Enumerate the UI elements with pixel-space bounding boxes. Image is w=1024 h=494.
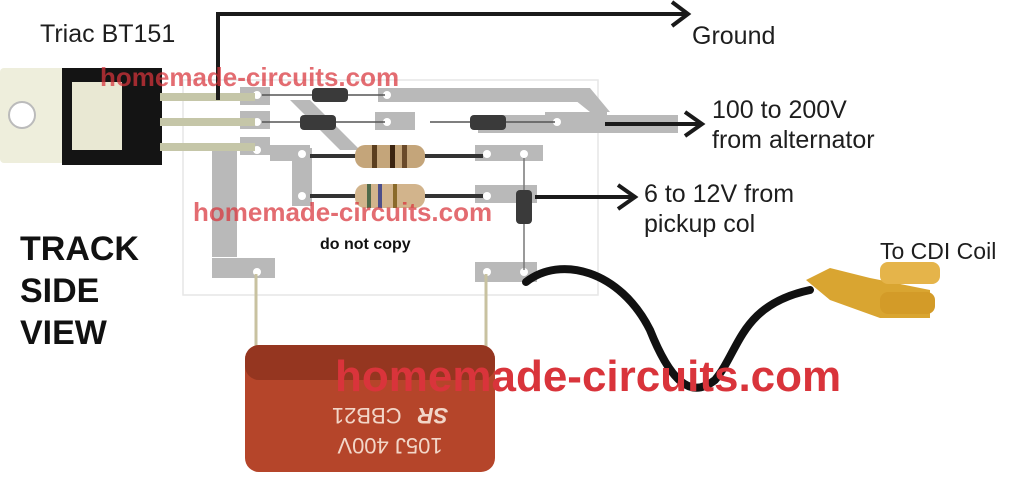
cdi-coil-label: To CDI Coil xyxy=(880,238,997,264)
alternator-label-line1: 100 to 200V xyxy=(712,96,847,124)
triac-bt151 xyxy=(0,68,255,165)
capacitor-model-code: CBB21 xyxy=(331,403,402,428)
watermark-middle: homemade-circuits.com xyxy=(193,197,493,227)
cable xyxy=(522,265,814,392)
title-line-3: VIEW xyxy=(20,314,107,352)
pickup-label-line1: 6 to 12V from xyxy=(644,180,795,208)
ground-label: Ground xyxy=(692,22,776,50)
capacitor-model: SR CBB21 xyxy=(300,400,480,430)
resistors xyxy=(310,145,483,208)
do-not-copy-note: do not copy xyxy=(320,236,411,253)
track-side-view-title: TRACK SIDE VIEW xyxy=(20,228,139,354)
capacitor-marking: 105J 400V SR CBB21 xyxy=(300,400,480,460)
capacitor xyxy=(245,274,495,472)
diodes xyxy=(262,88,555,270)
title-line-2: SIDE xyxy=(20,272,100,310)
triac-label: Triac BT151 xyxy=(40,20,176,48)
pcb-holes xyxy=(253,91,561,276)
title-line-1: TRACK xyxy=(20,230,139,268)
capacitor-value: 105J 400V xyxy=(337,433,443,458)
watermark-top: homemade-circuits.com xyxy=(100,62,400,92)
watermark-bottom: homemade-circuits.com xyxy=(335,352,842,401)
alternator-label-line2: from alternator xyxy=(712,126,875,154)
cdi-terminal xyxy=(806,262,940,318)
arrows xyxy=(216,0,706,211)
pcb-tracks xyxy=(212,87,678,282)
capacitor-brand: SR xyxy=(417,403,449,428)
pickup-label-line2: pickup col xyxy=(644,210,756,238)
